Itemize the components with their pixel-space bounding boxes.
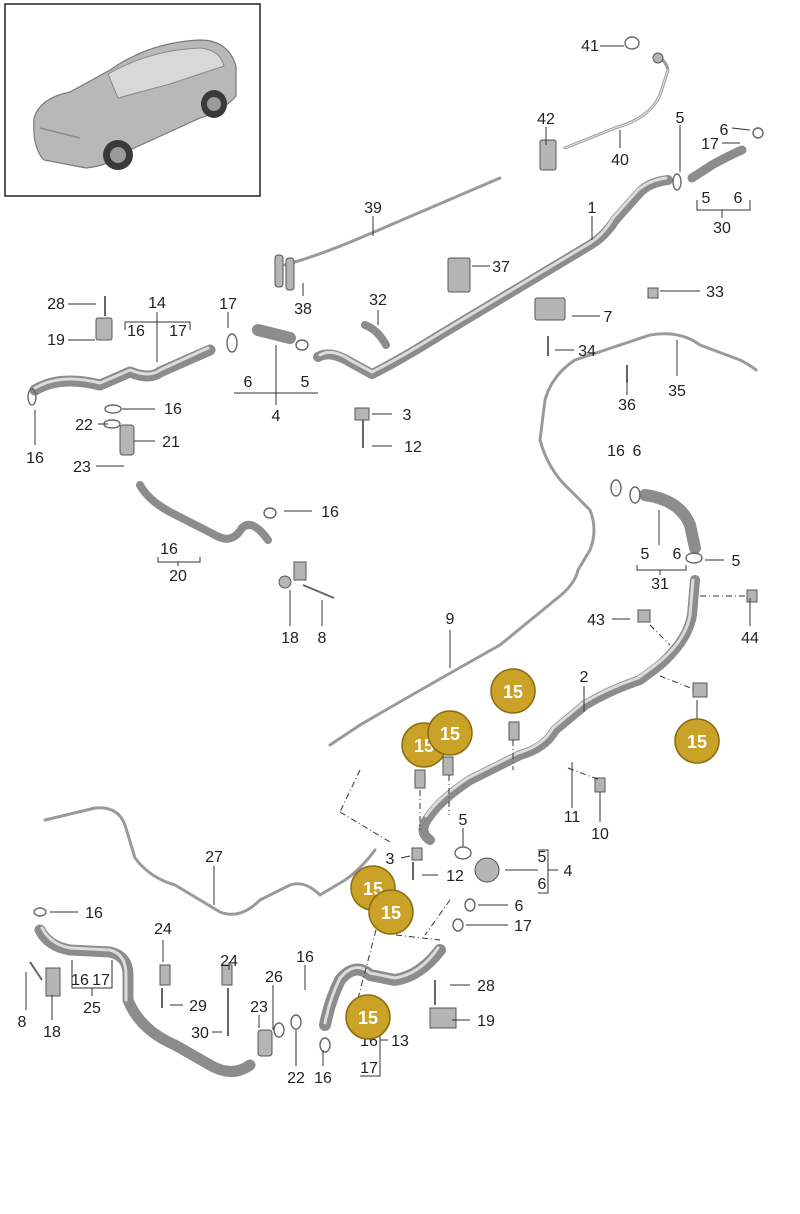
callout-10: 10	[591, 826, 609, 843]
callout-16-h: 16	[296, 949, 314, 966]
callout-37: 37	[492, 259, 510, 276]
callout-6-f: 6	[538, 876, 547, 893]
badge-15-g-label: 15	[358, 1008, 378, 1028]
callout-5-g: 5	[538, 849, 547, 866]
callout-20: 20	[169, 568, 187, 585]
badge-15-a[interactable]: 15	[490, 668, 536, 714]
badge-15-a-label: 15	[503, 682, 523, 702]
callout-6-g: 6	[515, 898, 524, 915]
callout-5-c: 5	[301, 374, 310, 391]
callout-12-b: 12	[446, 868, 464, 885]
callout-labels: 41 42 40 5 6 17 5 6 30 1 39 37 38 33 7 3…	[18, 38, 759, 1087]
callout-17-f: 17	[92, 972, 110, 989]
callout-12-a: 12	[404, 439, 422, 456]
callout-14: 14	[148, 295, 166, 312]
callout-22-b: 22	[287, 1070, 305, 1087]
callout-6-e: 6	[673, 546, 682, 563]
callout-1: 1	[588, 200, 597, 217]
callout-3-b: 3	[386, 851, 395, 868]
callout-11: 11	[564, 809, 581, 826]
hose-assembly	[27, 36, 764, 1077]
callout-6-b: 6	[734, 190, 743, 207]
callout-2: 2	[580, 669, 589, 686]
callout-28-b: 28	[477, 978, 495, 995]
badge-15-g[interactable]: 15	[345, 994, 391, 1040]
highlight-badges: 15 15 15 15 15 15 15	[345, 668, 720, 1040]
callout-7: 7	[604, 309, 613, 326]
callout-16-g: 16	[85, 905, 103, 922]
callout-5-d: 5	[641, 546, 650, 563]
callout-38: 38	[294, 301, 312, 318]
callout-28-a: 28	[47, 296, 65, 313]
callout-25: 25	[83, 1000, 101, 1017]
callout-35: 35	[668, 383, 686, 400]
callout-16-c: 16	[26, 450, 44, 467]
assembly-lines	[339, 595, 746, 1011]
callout-21: 21	[162, 434, 180, 451]
callout-8-a: 8	[318, 630, 327, 647]
callout-34: 34	[578, 343, 596, 360]
callout-27: 27	[205, 849, 223, 866]
car-icon	[33, 39, 237, 170]
callout-22-a: 22	[75, 417, 93, 434]
callout-24-a: 24	[154, 921, 172, 938]
callout-17-e: 17	[360, 1060, 378, 1077]
callout-4-b: 4	[564, 863, 573, 880]
callout-29: 29	[189, 998, 207, 1015]
callout-32: 32	[369, 292, 387, 309]
callout-9: 9	[446, 611, 455, 628]
callout-5-e: 5	[732, 553, 741, 570]
callout-17-c: 17	[219, 296, 237, 313]
callout-5-f: 5	[459, 812, 468, 829]
callout-30-a: 30	[713, 220, 731, 237]
callout-5-b: 5	[702, 190, 711, 207]
badge-15-c[interactable]: 15	[427, 710, 473, 756]
callout-16-a: 16	[127, 323, 145, 340]
callout-16-e: 16	[160, 541, 178, 558]
callout-30-b: 30	[191, 1025, 209, 1042]
callout-26: 26	[265, 969, 283, 986]
callout-16-d: 16	[321, 504, 339, 521]
callout-19-b: 19	[477, 1013, 495, 1030]
callout-18-a: 18	[281, 630, 299, 647]
callout-41: 41	[581, 38, 599, 55]
badge-15-d[interactable]: 15	[674, 718, 720, 764]
badge-15-c-label: 15	[440, 724, 460, 744]
callout-39: 39	[364, 200, 382, 217]
callout-4-a: 4	[272, 408, 281, 425]
callout-6-c: 6	[244, 374, 253, 391]
callout-13: 13	[391, 1033, 409, 1050]
car-thumbnail	[4, 3, 261, 197]
callout-23-b: 23	[250, 999, 268, 1016]
callout-8-b: 8	[18, 1014, 27, 1031]
callout-6-a: 6	[720, 122, 729, 139]
callout-43: 43	[587, 612, 605, 629]
callout-17-a: 17	[701, 136, 719, 153]
callout-6-d: 6	[633, 443, 642, 460]
callout-3-a: 3	[403, 407, 412, 424]
callout-16-i: 16	[314, 1070, 332, 1087]
callout-17-b: 17	[169, 323, 187, 340]
callout-24-b: 24	[220, 953, 238, 970]
callout-42: 42	[537, 111, 555, 128]
callout-5-a: 5	[676, 110, 685, 127]
callout-18-b: 18	[43, 1024, 61, 1041]
callout-17-d: 17	[514, 918, 532, 935]
callout-16-k: 16	[71, 972, 89, 989]
callout-16-b: 16	[164, 401, 182, 418]
badge-15-f-label: 15	[381, 903, 401, 923]
callout-33: 33	[706, 284, 724, 301]
badge-15-f[interactable]: 15	[368, 889, 414, 935]
callout-16-f: 16	[607, 443, 625, 460]
callout-31: 31	[651, 576, 669, 593]
callout-40: 40	[611, 152, 629, 169]
callout-44: 44	[741, 630, 759, 647]
callout-36: 36	[618, 397, 636, 414]
badge-15-d-label: 15	[687, 732, 707, 752]
callout-23-a: 23	[73, 459, 91, 476]
callout-19-a: 19	[47, 332, 65, 349]
